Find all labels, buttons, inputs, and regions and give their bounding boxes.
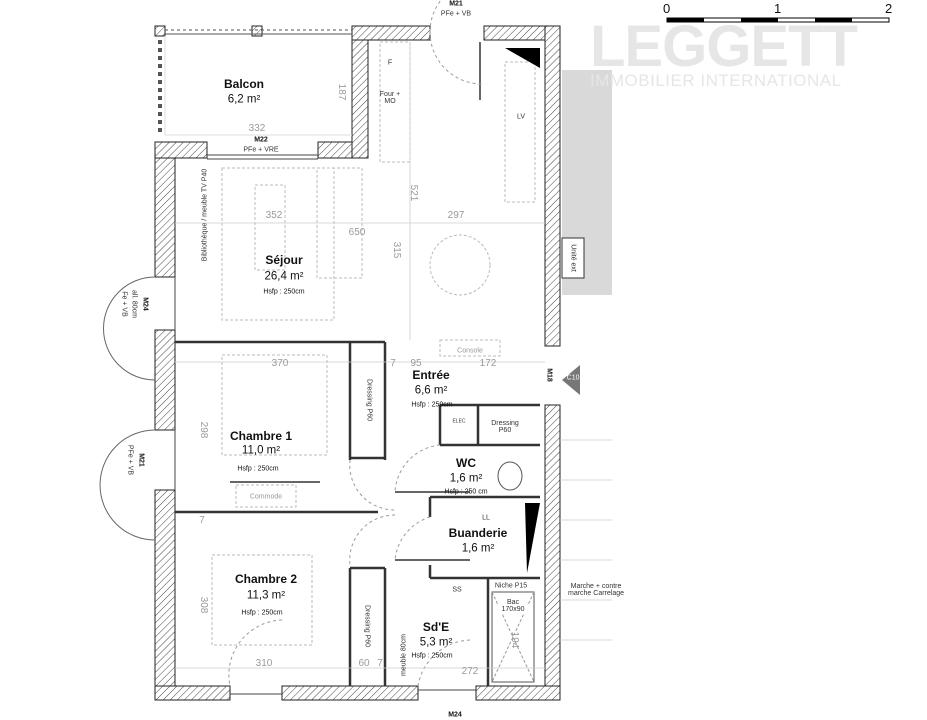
opening-code: M24 — [141, 297, 149, 311]
scale-tick: 0 — [663, 1, 671, 16]
dimension: 297 — [447, 210, 465, 221]
opening-type: PFe + VB — [440, 10, 472, 18]
commode-label: Commode — [249, 493, 283, 501]
outdoor-unit — [561, 237, 585, 279]
scale-tick: 2 — [885, 1, 893, 16]
room-area-entree: 6,6 m² — [414, 384, 448, 397]
balcony-railing — [158, 29, 352, 136]
opening-code: M24 — [448, 711, 462, 719]
vanity-label: meuble 80cm — [400, 633, 408, 677]
room-area-chambre1: 11,0 m² — [241, 444, 281, 457]
dimension: 272 — [461, 666, 479, 677]
windows — [174, 154, 476, 695]
dimension: 187 — [336, 83, 347, 101]
dimension: 172 — [479, 358, 497, 369]
outdoor-unit-label: Unité ext — [569, 244, 577, 272]
opening-code: M22 — [254, 136, 268, 144]
door-swings — [99, 0, 483, 687]
dimension: 370 — [271, 358, 289, 369]
entry-code: C101 — [566, 374, 584, 382]
stairs-label: Marche + contre marche Carrelage — [567, 583, 625, 597]
leggett-logo: LEGGETT IMMOBILIER INTERNATIONAL — [590, 14, 858, 90]
room-name-chambre1: Chambre 1 — [229, 429, 293, 443]
room-name-buanderie: Buanderie — [448, 526, 508, 540]
opening-code: M21 — [449, 0, 463, 8]
bookcase-label: Bibliothèque / meuble TV P40 — [201, 168, 209, 262]
room-area-wc: 1,6 m² — [449, 472, 483, 485]
electrical-panel-label: ELEC — [452, 418, 466, 425]
room-name-sde: Sd'E — [422, 620, 450, 634]
niche-label: Niche P15 — [494, 582, 528, 590]
dimension: 7 — [390, 358, 396, 369]
console-label: Console — [457, 347, 483, 355]
entry-arrow-icon — [562, 365, 580, 395]
scale-bar — [666, 17, 890, 23]
opening-type: PFe + VRE — [243, 146, 279, 154]
room-height-entree: Hsfp : 250cm — [411, 401, 453, 409]
dimension: 352 — [265, 210, 283, 221]
dimension: 332 — [248, 123, 266, 134]
room-area-sde: 5,3 m² — [419, 636, 453, 649]
dimension: 194 — [509, 631, 520, 649]
duct-triangle — [525, 503, 540, 573]
room-area-buanderie: 1,6 m² — [461, 542, 495, 555]
washing-machine-label: LL — [482, 514, 490, 522]
room-area-chambre2: 11,3 m² — [246, 589, 286, 602]
dryer-label: SS — [452, 586, 462, 594]
room-name-balcon: Balcon — [223, 77, 265, 91]
dimension: 521 — [408, 184, 419, 202]
dishwasher-label: LV — [516, 113, 526, 121]
room-area-sejour: 26,4 m² — [264, 270, 304, 283]
dressing-label: Dressing P60 — [363, 604, 371, 648]
dimension-lines — [175, 42, 612, 669]
opening-code: M21 — [137, 453, 145, 467]
room-height-sejour: Hsfp : 250cm — [263, 288, 305, 296]
room-name-sejour: Séjour — [265, 253, 303, 267]
room-height-wc: Hsfp : 250 cm — [444, 488, 488, 496]
duct-triangle — [505, 48, 540, 68]
fridge-label: F — [387, 59, 393, 67]
dimension: 315 — [391, 241, 402, 259]
opening-type: PFe + VB — [126, 444, 134, 476]
dimension: 7 — [199, 515, 205, 526]
scale-tick: 1 — [774, 1, 782, 16]
dimension: 310 — [255, 658, 273, 669]
exterior-walls — [154, 25, 561, 701]
shower-tray-label: Bac 170x90 — [498, 599, 528, 613]
dressing-label: Dressing P60 — [491, 420, 519, 434]
dimension: 650 — [348, 227, 366, 238]
dimension: 308 — [198, 596, 209, 614]
interior-walls — [175, 42, 540, 686]
room-height-chambre2: Hsfp : 250cm — [241, 609, 283, 617]
dimension: 60 — [358, 658, 370, 669]
dimension: 7 — [377, 658, 383, 669]
opening-extra: all. 80cm — [130, 289, 138, 319]
opening-type: Fe + VB — [120, 291, 128, 317]
dimension: 298 — [198, 421, 209, 439]
oven-label: Four + MO — [379, 91, 401, 105]
dimension: 95 — [410, 358, 422, 369]
room-name-entree: Entrée — [412, 368, 450, 382]
room-name-wc: WC — [456, 456, 476, 470]
room-height-sde: Hsfp : 250cm — [411, 652, 453, 660]
room-area-balcon: 6,2 m² — [227, 93, 261, 106]
dressing-label: Dressing P60 — [365, 378, 373, 422]
room-name-chambre2: Chambre 2 — [234, 572, 298, 586]
room-height-chambre1: Hsfp : 250cm — [237, 465, 279, 473]
opening-code: M18 — [545, 368, 553, 382]
